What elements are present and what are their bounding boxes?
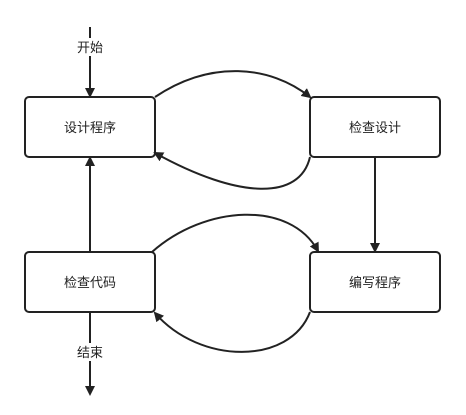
node-review-label: 检查设计	[349, 121, 401, 136]
node-coding: 编写程序	[309, 251, 441, 313]
end-label: 结束	[77, 346, 103, 361]
edge-check-to-coding	[151, 213, 319, 253]
start-label-bg	[66, 38, 106, 56]
edge-review-to-design	[153, 152, 311, 190]
node-review: 检查设计	[309, 96, 441, 158]
node-coding-label: 编写程序	[349, 276, 401, 291]
edge-coding-to-check	[153, 311, 311, 353]
edge-design-to-review	[154, 70, 312, 99]
node-check-label: 检查代码	[64, 276, 116, 291]
end-label-bg	[66, 343, 106, 361]
node-check: 检查代码	[24, 251, 156, 313]
node-design: 设计程序	[24, 96, 156, 158]
start-label: 开始	[77, 41, 103, 56]
node-design-label: 设计程序	[64, 121, 116, 136]
